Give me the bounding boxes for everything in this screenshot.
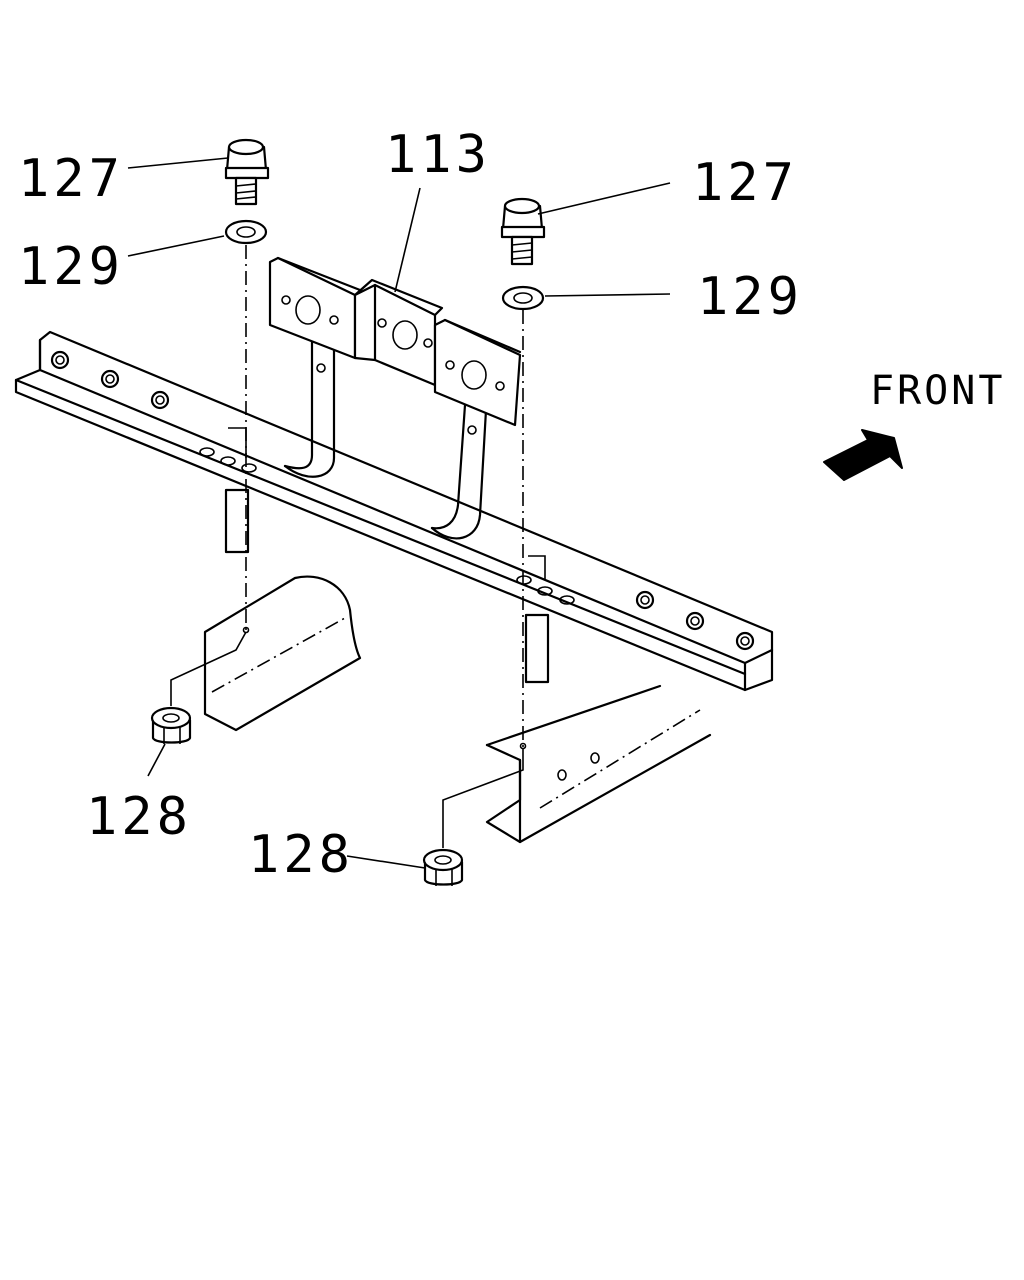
- front-arrow-icon: [823, 429, 903, 481]
- rail-nut-6: [735, 631, 755, 651]
- angle-rail: [14, 330, 774, 692]
- label-washer-129-left: 129: [18, 237, 124, 297]
- nut-128-left: [150, 706, 192, 744]
- rail-nut-4: [635, 590, 655, 610]
- assembly-centerlines: [170, 245, 527, 848]
- bolt-127-right: [500, 197, 546, 266]
- label-nut-128-right: 128: [248, 825, 354, 885]
- nut-128-right: [422, 848, 464, 886]
- label-bolt-127-right: 127: [692, 153, 798, 213]
- label-front: FRONT: [870, 368, 1005, 414]
- bracket-113: [268, 256, 522, 540]
- label-washer-129-right: 129: [697, 267, 803, 327]
- left-frame-member: [203, 488, 362, 732]
- label-bolt-127-left: 127: [18, 149, 124, 209]
- rail-nut-3: [150, 390, 170, 410]
- rail-nut-5: [685, 611, 705, 631]
- rail-nut-2: [100, 369, 120, 389]
- bolt-127-left: [224, 138, 270, 206]
- label-bracket-113: 113: [385, 125, 491, 185]
- label-nut-128-left: 128: [86, 787, 192, 847]
- washer-129-left: [224, 219, 268, 245]
- washer-129-right: [501, 285, 545, 311]
- rail-nut-1: [50, 350, 70, 370]
- leader-lines: [127, 157, 671, 869]
- right-frame-member: [485, 613, 712, 844]
